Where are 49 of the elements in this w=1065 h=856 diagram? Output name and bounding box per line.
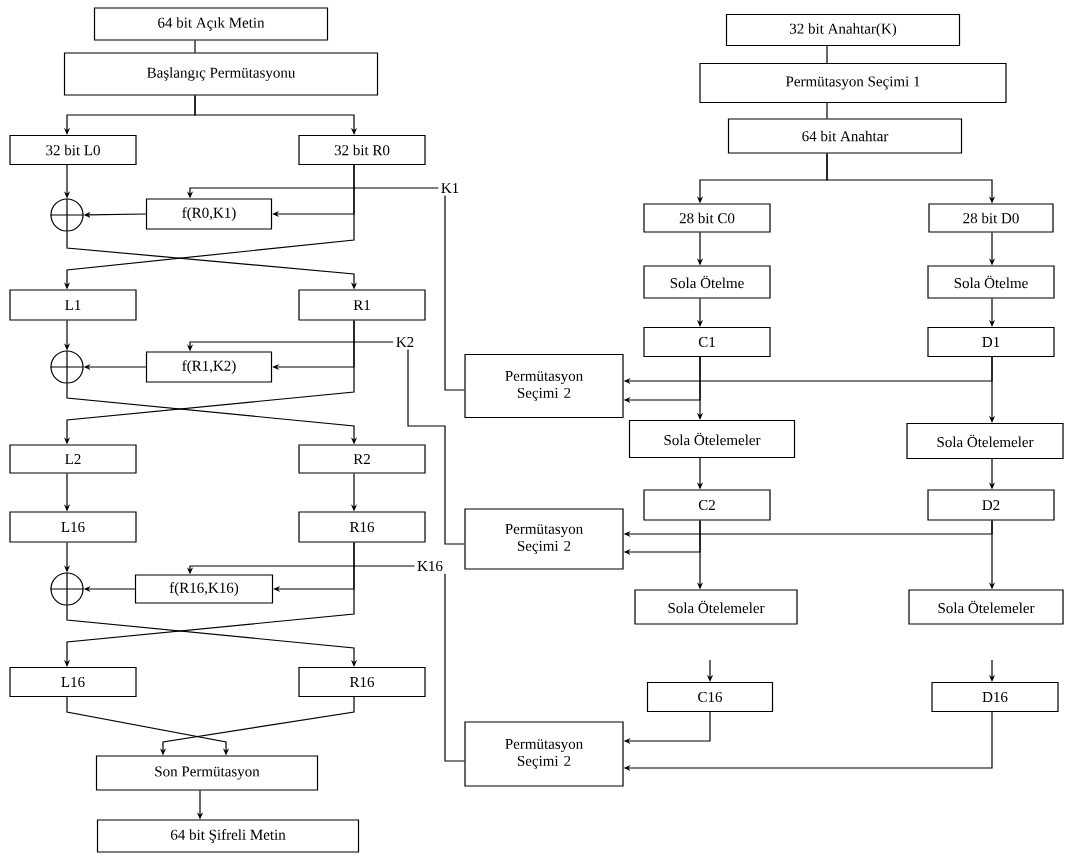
process-box: L2 bbox=[9, 444, 137, 474]
process-box: 32 bit R0 bbox=[298, 134, 426, 166]
process-box: f(R16,K16) bbox=[134, 574, 274, 604]
process-box: 28 bit D0 bbox=[928, 203, 1054, 233]
process-box: f(R1,K2) bbox=[145, 351, 273, 383]
connector-line bbox=[444, 194, 465, 391]
process-box: C1 bbox=[643, 326, 771, 358]
process-box: 28 bit C0 bbox=[643, 203, 771, 233]
process-box: Permütasyon Seçimi 2 bbox=[464, 721, 624, 787]
process-box: D2 bbox=[927, 489, 1055, 521]
key-label: K2 bbox=[396, 337, 414, 347]
process-box: Sola Ötelemeler bbox=[908, 589, 1064, 625]
key-label: K1 bbox=[441, 183, 459, 193]
connector-line bbox=[407, 348, 465, 545]
process-box: Permütasyon Seçimi 2 bbox=[464, 353, 624, 419]
process-box: Sola Ötelemeler bbox=[634, 589, 798, 625]
process-box: Sola Ötelme bbox=[927, 265, 1055, 299]
xor-symbol bbox=[49, 349, 85, 385]
key-label: K16 bbox=[417, 560, 443, 572]
connector-line bbox=[444, 573, 465, 762]
process-box: 32 bit L0 bbox=[9, 134, 137, 166]
process-box: R16 bbox=[298, 666, 426, 698]
process-box: f(R0,K1) bbox=[145, 198, 273, 230]
process-box: 64 bit Şifreli Metin bbox=[96, 819, 360, 853]
connector-line bbox=[826, 45, 828, 64]
connector-line bbox=[194, 40, 196, 53]
xor-symbol bbox=[49, 571, 85, 607]
process-box: R2 bbox=[298, 444, 426, 474]
process-box: L16 bbox=[9, 666, 137, 698]
process-box: Sola Ötelme bbox=[643, 265, 771, 299]
process-box: Başlangıç Permütasyonu bbox=[63, 52, 379, 96]
process-box: R16 bbox=[298, 511, 426, 543]
process-box: Son Permütasyon bbox=[95, 755, 319, 791]
connector-line bbox=[826, 102, 828, 119]
process-box: 32 bit Anahtar(K) bbox=[725, 13, 961, 47]
process-box: R1 bbox=[298, 289, 426, 321]
process-box: L16 bbox=[9, 511, 137, 543]
process-box: Permütasyon Seçimi 1 bbox=[699, 62, 1007, 104]
xor-symbol bbox=[49, 197, 85, 233]
process-box: D1 bbox=[927, 326, 1055, 358]
process-box: C16 bbox=[646, 681, 774, 713]
process-box: C2 bbox=[643, 489, 771, 521]
process-box: 64 bit Anahtar bbox=[727, 118, 963, 154]
process-box: D16 bbox=[931, 681, 1059, 713]
process-box: L1 bbox=[9, 289, 137, 321]
process-box: Sola Ötelemeler bbox=[628, 419, 796, 459]
process-box: Permütasyon Seçimi 2 bbox=[464, 508, 624, 570]
process-box: 64 bit Açık Metin bbox=[93, 7, 329, 41]
process-box: Sola Ötelemeler bbox=[906, 422, 1064, 460]
